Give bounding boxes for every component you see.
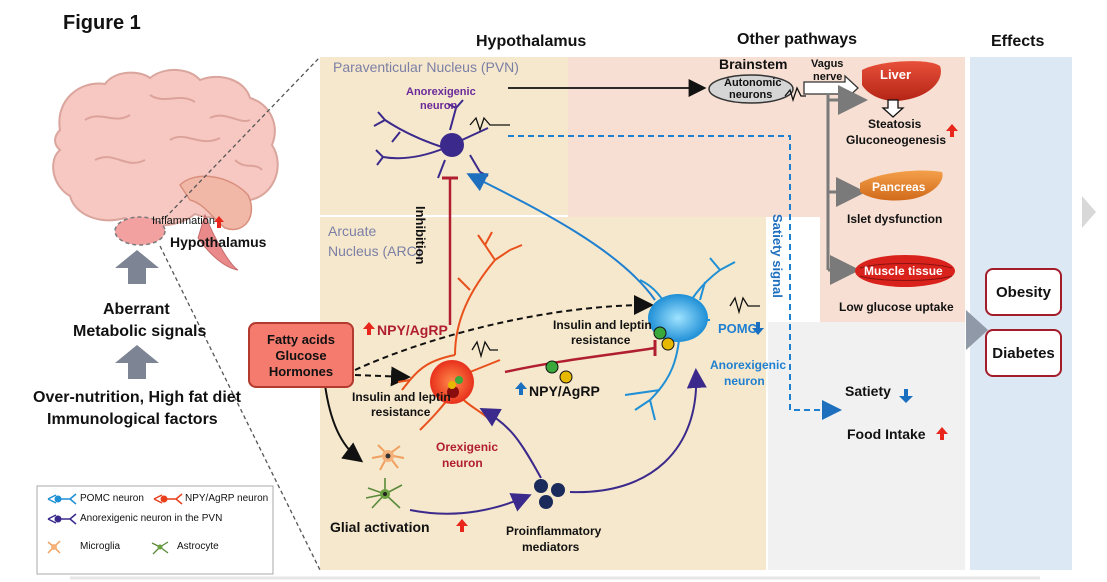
aberrant-line1: Aberrant: [103, 301, 170, 318]
inflammation-label: Inflammation: [152, 215, 215, 227]
nutrients-box: Fatty acids Glucose Hormones: [248, 322, 354, 388]
brain-hypothalamus-label: Hypothalamus: [170, 234, 267, 250]
orexigenic-label1: Orexigenic: [436, 440, 499, 454]
nutrients-line3: Hormones: [268, 364, 334, 379]
orexigenic-label2: neuron: [442, 456, 483, 470]
pancreas-label: Pancreas: [872, 180, 926, 194]
brain-illustration: [52, 69, 279, 271]
pvn-neuron-label1: Anorexigenic: [406, 86, 476, 98]
inhibition-label: Inhibition: [413, 206, 428, 265]
insulin-leptin-2a: Insulin and leptin: [553, 318, 652, 332]
arc-title-line2: Nucleus (ARC): [328, 243, 422, 259]
autonomic-label2: neurons: [729, 89, 773, 101]
arc-panel-border: [320, 215, 766, 570]
legend-microglia: Microglia: [80, 541, 121, 552]
nutrition-line2: Immunological factors: [47, 411, 218, 428]
npy-neuron: [397, 231, 523, 431]
anorexigenic-label1: Anorexigenic: [710, 358, 787, 372]
astrocyte: [365, 478, 403, 509]
diabetes-label: Diabetes: [992, 344, 1055, 362]
brainstem-label: Brainstem: [719, 56, 788, 72]
header-other-pathways: Other pathways: [737, 31, 858, 48]
npy-agrp-label: NPY/AgRP: [529, 383, 600, 399]
proinflammatory-label1: Proinflammatory: [506, 524, 602, 538]
nutrients-line1: Fatty acids: [267, 332, 335, 347]
islet-label: Islet dysfunction: [847, 212, 943, 226]
legend-pomc: POMC neuron: [80, 493, 144, 504]
figure-label: Figure 1: [63, 12, 141, 34]
glial-activation-label: Glial activation: [330, 519, 430, 535]
glucose-uptake-label: Low glucose uptake: [839, 300, 954, 314]
diabetes-box: Diabetes: [985, 329, 1062, 377]
npy-agrp-up-label: NPY/AgRP: [377, 322, 448, 338]
food-intake-label: Food Intake: [847, 426, 926, 442]
legend-astrocyte: Astrocyte: [177, 541, 219, 552]
pvn-neuron-label2: neuron: [420, 100, 458, 112]
nutrition-line1: Over-nutrition, High fat diet: [33, 389, 241, 406]
nutrients-line2: Glucose: [275, 348, 327, 363]
microglia: [371, 444, 405, 471]
insulin-leptin-1a: Insulin and leptin: [352, 390, 451, 404]
insulin-leptin-1b: resistance: [371, 405, 431, 419]
obesity-box: Obesity: [985, 268, 1062, 316]
liver-label: Liver: [880, 67, 912, 82]
legend-pvn: Anorexigenic neuron in the PVN: [80, 513, 223, 524]
autonomic-label1: Autonomic: [724, 77, 782, 89]
pomc-neuron: [624, 257, 760, 421]
gluconeogenesis-label: Gluconeogenesis: [846, 133, 947, 147]
legend-npy: NPY/AgRP neuron: [185, 493, 269, 504]
insulin-leptin-2b: resistance: [571, 333, 631, 347]
satiety-panel: [768, 322, 965, 570]
pvn-neuron: [373, 99, 510, 179]
legend-icons: [47, 493, 183, 555]
arc-title-line1: Arcuate: [328, 223, 377, 239]
satiety-signal-label: Satiety signal: [770, 214, 785, 298]
aberrant-line2: Metabolic signals: [73, 323, 207, 340]
steatosis-label: Steatosis: [868, 117, 922, 131]
satiety-label: Satiety: [845, 383, 891, 399]
anorexigenic-label2: neuron: [724, 374, 765, 388]
proinflammatory-label2: mediators: [522, 540, 580, 554]
vagus-label1: Vagus: [811, 58, 844, 70]
muscle-label: Muscle tissue: [864, 264, 943, 278]
pvn-title: Paraventicular Nucleus (PVN): [333, 59, 519, 75]
obesity-label: Obesity: [995, 283, 1052, 301]
pomc-label: POMC: [718, 321, 757, 336]
header-effects: Effects: [991, 33, 1045, 50]
vagus-label2: nerve: [813, 71, 843, 83]
header-hypothalamus: Hypothalamus: [476, 33, 587, 50]
